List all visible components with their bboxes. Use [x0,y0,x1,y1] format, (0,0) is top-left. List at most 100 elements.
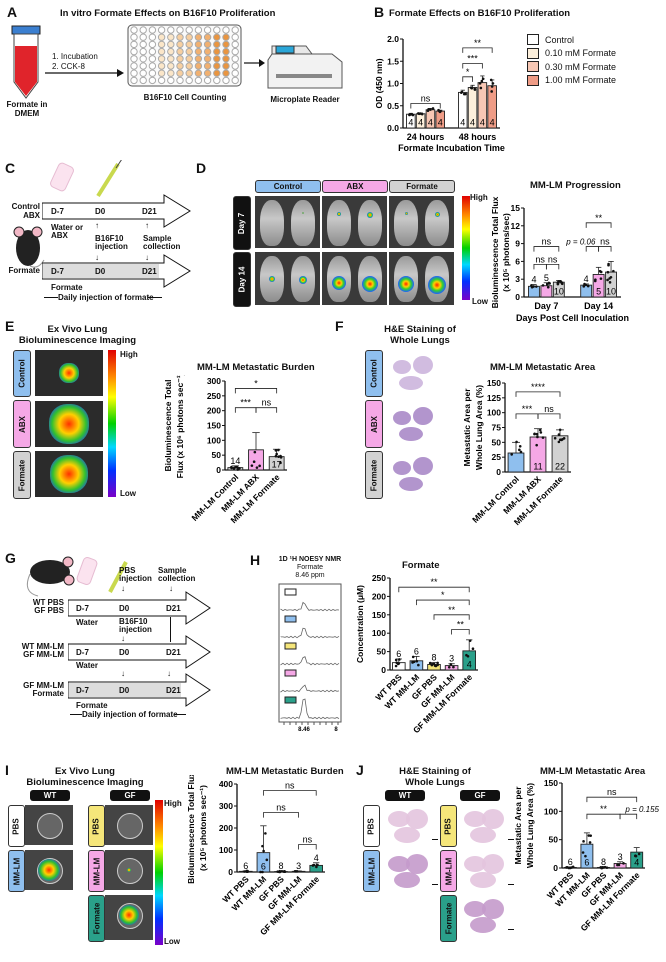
significance-label: ** [457,620,465,630]
c-row1-label-a: Control [11,202,40,211]
group-swatch [284,642,297,650]
well [222,40,230,49]
y-tick-label: 0 [515,292,520,302]
n-label: 4 [314,853,319,863]
well [130,76,138,85]
signal-blob [428,276,446,294]
g-d0-3: D0 [119,686,130,695]
significance-bracket [416,599,470,606]
y-tick-label: 50 [492,437,502,447]
lung-bioluminescence-image [25,850,73,890]
mouse-bottle-syringe-icon [26,556,128,597]
data-point [411,113,415,117]
well [167,62,175,70]
g-pbs-1: PBS [119,566,136,575]
y-axis-label: Bioluminescence Total Flux [186,775,196,884]
tissue-lobe [464,901,486,917]
y-tick-label: 100 [544,806,558,816]
ivis-image [322,196,387,248]
data-point [519,450,523,454]
signal-blob [38,859,60,881]
g-col-2: collection [158,574,196,583]
n-label: 14 [230,456,240,466]
row-label-day14: Day 14 [233,252,251,307]
signal-blob [299,276,307,284]
significance-label: p = 0.06 [565,238,596,247]
data-point [599,277,603,280]
c-col-1: Sample [143,234,172,243]
n-label: 4 [634,858,639,868]
data-point [473,87,476,91]
well [222,76,230,85]
mouse-silhouette [327,200,351,246]
data-point [447,665,451,669]
data-point [462,92,466,96]
g-d21-2: D21 [166,648,181,657]
data-point [279,461,282,465]
row-label-text: PBS [444,817,454,835]
he-lung-image [458,850,514,892]
y-tick-label: 250 [372,573,386,583]
g-water-1: Water [76,618,98,627]
reader-label: Microplate Reader [270,95,340,104]
f-title-2: Whole Lungs [390,335,450,346]
y-axis-label: Whole Lung Area (%) [525,783,535,868]
scale-bar [508,839,514,840]
significance-bracket [433,614,470,620]
data-point [415,659,419,663]
scale-bar [432,884,438,885]
tissue-lobe [393,461,411,475]
well [139,33,147,41]
data-point [278,870,282,874]
col-label-gf: GF [110,790,150,801]
signal-blob [127,868,131,872]
data-point [480,79,484,83]
well [157,76,166,85]
g-water-2: Water [76,661,98,670]
data-point [571,865,575,869]
data-point [584,854,587,858]
c-col-2: collection [143,242,181,251]
microplate-reader-icon [267,45,343,89]
data-point [311,864,315,867]
data-point [274,454,278,458]
panel-label-e: E [5,318,15,334]
bottle-and-syringe-icon [50,160,122,198]
well [139,47,147,56]
row-label-text: ABX [369,415,379,433]
data-point [436,661,439,665]
y-tick-label: 2.0 [387,34,399,44]
well [194,26,203,34]
y-tick-label: 100 [219,845,233,855]
well-plate-icon [127,24,242,87]
mouse-silhouette [291,200,315,246]
legend-label: 0.10 mM Formate [545,48,617,59]
y-axis-label: Bioluminescence Total [163,380,173,472]
tissue-lobe [399,426,423,441]
well [222,26,230,34]
data-point [460,90,464,94]
data-point [602,866,606,869]
data-point [255,466,259,469]
significance-label: * [441,590,445,600]
y-tick-label: 150 [487,378,501,388]
arrow-icon [244,59,265,67]
data-point [238,466,241,470]
he-lung-image [458,805,514,847]
significance-bracket [619,813,638,820]
well [213,47,221,56]
y-tick-label: 0 [216,465,221,475]
group-swatch [284,615,297,623]
well [185,76,193,85]
colorbar-low: Low [472,297,488,306]
panel-label-b: B [374,4,385,20]
g-d0-2: D0 [119,648,130,657]
well [203,33,212,41]
panel-label-f: F [335,318,344,334]
signal-blob [362,276,378,292]
data-point [316,863,319,867]
well [231,69,239,77]
significance-label: ns [285,781,295,791]
